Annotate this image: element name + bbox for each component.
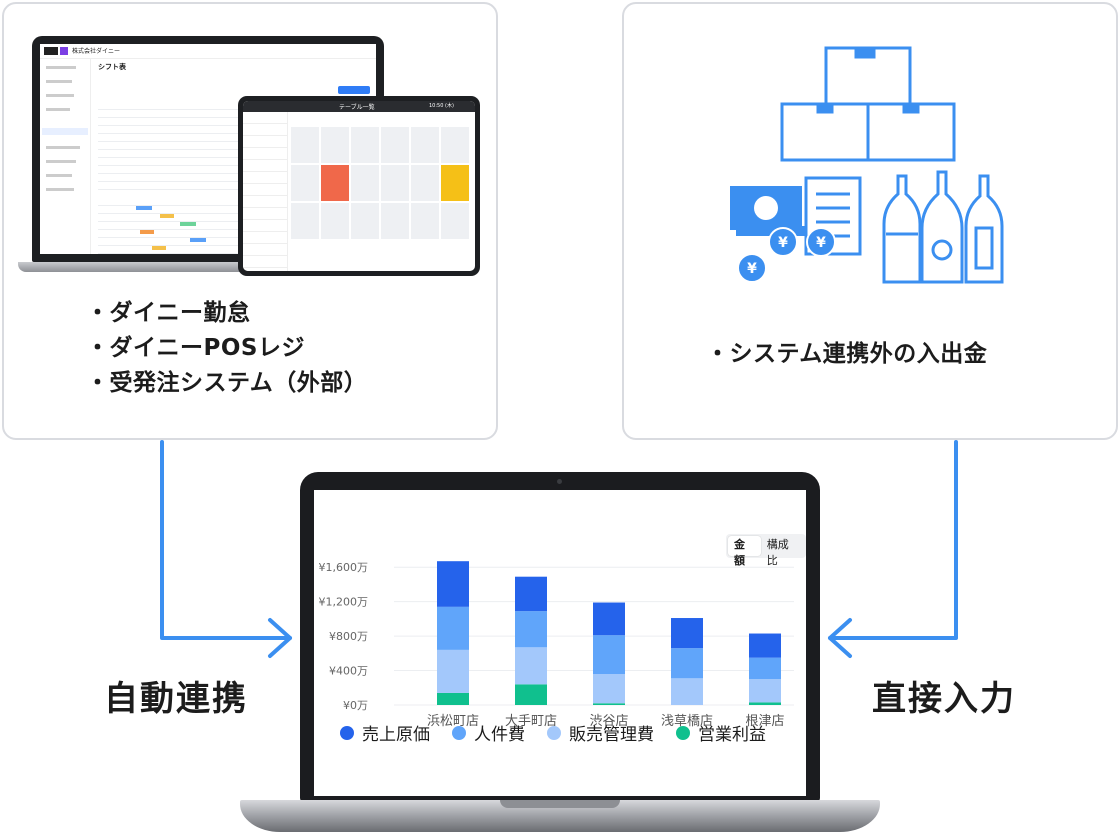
bar-segment: [749, 679, 781, 703]
manual-entry-label: 直接入力: [872, 679, 1016, 719]
bar-segment: [671, 618, 703, 649]
main-laptop-notch: [500, 800, 620, 808]
bar-segment: [515, 647, 547, 685]
page-title: シフト表: [98, 63, 126, 71]
bar-segment: [749, 633, 781, 658]
x-tick-label: 浜松町店: [427, 714, 479, 729]
tablet-time: 10:50 (木): [429, 103, 454, 109]
svg-text:¥: ¥: [747, 261, 757, 277]
manual-entry-arrow: [828, 440, 958, 640]
view-toggle[interactable]: 金額 構成比: [726, 534, 806, 567]
dashboard-screen: 金額 構成比 ¥0万 ¥400万 ¥800万 ¥1,200万 ¥1,600万浜松町店 大手…: [314, 490, 806, 796]
ratio-tab[interactable]: 構成比: [766, 538, 789, 567]
main-laptop: 金額 構成比 ¥0万 ¥400万 ¥800万 ¥1,200万 ¥1,600万浜松町店 大手…: [300, 472, 820, 802]
legend-swatch: [452, 725, 466, 740]
y-tick-label: ¥1,200万: [319, 596, 369, 609]
bar-segment: [671, 678, 703, 705]
bar-segment: [593, 703, 625, 705]
manual-entry-arrowhead-icon: [828, 618, 852, 658]
bottles-icon: [882, 170, 1004, 284]
source-systems-card: 株式会社ダイニー シフト表: [2, 2, 498, 440]
dinii-logo: [44, 47, 58, 55]
x-tick-label: 渋谷店: [589, 714, 628, 729]
list-item: 受発注システム（外部）: [86, 366, 367, 401]
manual-entries-text: システム連携外の入出金: [706, 334, 987, 368]
y-tick-label: ¥1,600万: [319, 561, 369, 574]
legend-item: 人件費: [452, 720, 525, 745]
list-item: ダイニーPOSレジ: [86, 331, 367, 366]
legend-label: 人件費: [474, 725, 525, 745]
mini-sidebar: [40, 58, 91, 254]
auto-sync-arrow: [160, 440, 292, 640]
bar-segment: [593, 602, 625, 636]
manual-entries-card: ¥ ¥ ¥ システム連携外の入出金: [622, 2, 1118, 440]
x-tick-label: 浅草橋店: [661, 714, 713, 729]
chart-legend: 売上原価 人件費 販売管理費 営業利益: [340, 720, 766, 745]
bar-segment: [437, 561, 469, 607]
legend-label: 営業利益: [698, 725, 766, 745]
bar-segment: [593, 674, 625, 704]
legend-item: 販売管理費: [547, 720, 654, 745]
legend-swatch: [547, 725, 561, 740]
bar-segment: [749, 657, 781, 680]
bar-segment: [671, 648, 703, 679]
y-tick-label: ¥400万: [329, 665, 368, 678]
company-name: 株式会社ダイニー: [72, 48, 121, 55]
legend-item: 営業利益: [676, 720, 766, 745]
y-tick-label: ¥800万: [329, 630, 368, 643]
auto-sync-arrowhead-icon: [268, 618, 292, 658]
legend-label: 販売管理費: [569, 725, 654, 745]
svg-text:¥: ¥: [778, 235, 788, 251]
bar-segment: [437, 692, 469, 705]
bar-segment: [437, 606, 469, 650]
bar-segment: [515, 684, 547, 705]
svg-text:¥: ¥: [816, 235, 826, 251]
amount-tab[interactable]: 金額: [728, 536, 761, 567]
list-item: ダイニー勤怠: [86, 296, 367, 331]
tablet-title: テーブル一覧: [339, 104, 375, 111]
mini-laptop-base: [18, 262, 398, 272]
y-tick-label: ¥0万: [343, 699, 368, 712]
bar-segment: [437, 649, 469, 693]
cash-invoice-icon: ¥ ¥ ¥: [730, 176, 862, 283]
x-tick-label: 大手町店: [505, 714, 557, 729]
bar-segment: [515, 611, 547, 648]
source-systems-list: ダイニー勤怠 ダイニーPOSレジ 受発注システム（外部）: [86, 296, 367, 401]
legend-swatch: [340, 725, 354, 740]
bar-segment: [749, 702, 781, 705]
manual-entries-illustration: ¥ ¥ ¥: [730, 46, 1004, 284]
legend-swatch: [676, 725, 690, 740]
x-tick-label: 根津店: [745, 714, 784, 729]
legend-item: 売上原価: [340, 720, 430, 745]
pos-tablet: テーブル一覧 10:50 (木): [238, 96, 480, 276]
auto-sync-label: 自動連携: [104, 679, 248, 719]
boxes-icon: [780, 46, 956, 162]
legend-label: 売上原価: [362, 725, 430, 745]
camera-dot: [557, 479, 562, 484]
bar-segment: [593, 635, 625, 674]
bar-segment: [515, 576, 547, 612]
